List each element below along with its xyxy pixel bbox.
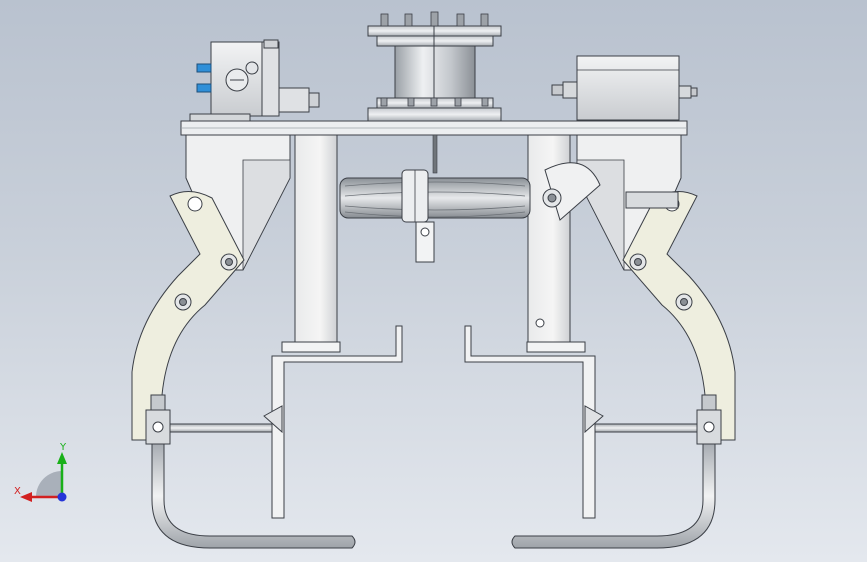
right-gripper-arm — [464, 162, 736, 549]
solenoid-valve-block — [189, 39, 320, 122]
y-axis-label: Y — [59, 442, 67, 453]
center-actuator-cylinder — [339, 134, 531, 263]
blue-fitting-lower — [196, 83, 212, 93]
junction-box — [551, 55, 698, 121]
z-axis-dot — [57, 492, 67, 502]
coordinate-triad: Y X — [14, 442, 67, 502]
blue-fitting-upper — [196, 63, 212, 73]
left-gripper-arm — [131, 191, 403, 549]
x-axis-label: X — [14, 486, 21, 497]
center-flange-coupling — [367, 11, 502, 122]
mounting-plate — [180, 120, 688, 136]
flange-bolts — [380, 11, 489, 107]
